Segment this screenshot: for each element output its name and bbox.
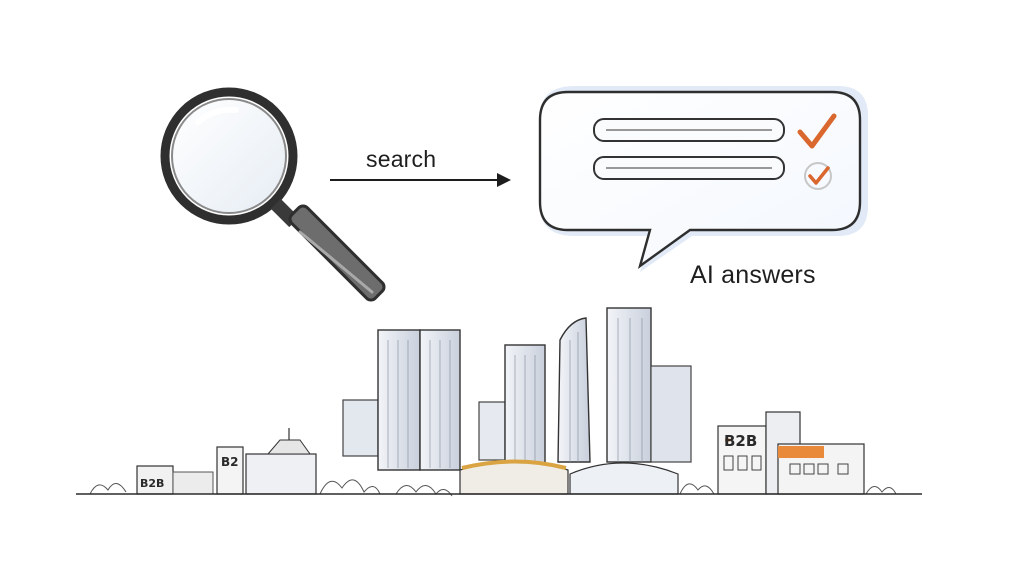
ai-answers-label: AI answers: [690, 261, 816, 289]
checkmark-icon: [797, 113, 837, 149]
building-sign-mid: B2: [221, 455, 239, 469]
chat-bubble-icon: [538, 86, 868, 272]
checkmark-circle-icon: [804, 162, 832, 190]
city-skyline: [76, 307, 922, 497]
magnifier-icon: [160, 87, 386, 302]
search-label: search: [366, 146, 437, 172]
arrow-icon: [330, 173, 511, 187]
building-sign-left: B2B: [140, 477, 165, 490]
building-sign-right: B2B: [724, 432, 758, 450]
